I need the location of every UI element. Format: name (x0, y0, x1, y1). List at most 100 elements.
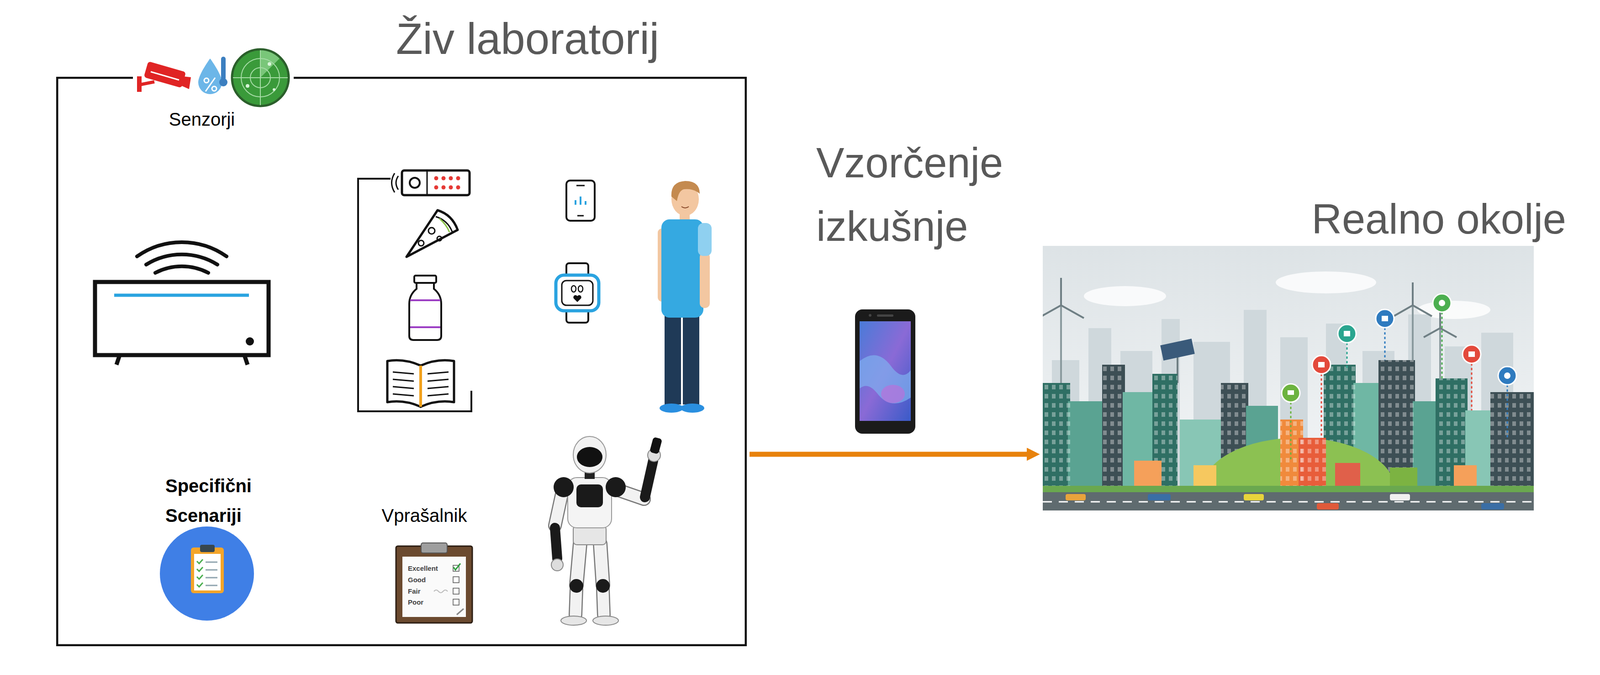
smartphone-icon (576, 184, 585, 187)
sampling-caption: Vzorčenje izkušnje (816, 131, 1004, 259)
questionnaire-icon (456, 608, 464, 615)
city-illustration (1343, 330, 1351, 337)
scenario-caption: Specifični Scenariji (165, 470, 252, 531)
book-icon (420, 359, 455, 407)
rating-option: Excellent (407, 564, 439, 572)
city-illustration (1381, 315, 1389, 322)
scenario-icon (196, 566, 203, 571)
city-illustration (1316, 502, 1339, 510)
frame-title: Živ laboratorij (396, 13, 660, 64)
city-illustration (1335, 462, 1361, 488)
scenario-icon (190, 547, 224, 593)
remote-icon (426, 170, 428, 196)
book-icon (419, 365, 423, 407)
city-illustration (1134, 460, 1162, 488)
flow-arrow (749, 451, 1027, 457)
smartwatch-icon (571, 285, 576, 292)
scenario-icon (205, 569, 218, 571)
city-illustration (1393, 305, 1413, 317)
pizza-icon (406, 210, 458, 257)
scenario-icon (205, 576, 218, 579)
city-illustration (1498, 366, 1517, 385)
book-icon (387, 359, 455, 407)
city-illustration (1243, 493, 1264, 501)
tv-router-icon (95, 281, 269, 355)
remote-icon (391, 170, 470, 196)
robot-figure (596, 578, 610, 593)
city-illustration (1312, 355, 1331, 374)
radar-icon (245, 84, 250, 88)
questionnaire-icon (453, 563, 461, 570)
pizza-icon (406, 210, 458, 257)
bottle-icon (409, 275, 442, 340)
remote-icon (434, 185, 439, 190)
city-illustration (1384, 327, 1386, 360)
remote-icon (434, 176, 439, 181)
sampling-phone (859, 321, 911, 421)
city-illustration (1462, 344, 1481, 364)
smartphone-icon (566, 180, 595, 221)
person-figure (661, 219, 704, 318)
remote-icon (391, 173, 396, 193)
camera-icon (140, 81, 155, 85)
city-illustration (1346, 342, 1348, 370)
robot-figure (576, 543, 581, 585)
tv-router-icon (95, 242, 269, 365)
humidity-icon (198, 58, 222, 95)
person-figure (671, 180, 700, 201)
robot-figure (560, 615, 587, 625)
pizza-icon (437, 236, 442, 241)
questionnaire-icon (396, 542, 473, 623)
city-illustration (1290, 401, 1292, 461)
robot-figure (602, 589, 604, 615)
book-icon (387, 359, 421, 407)
book-icon (392, 379, 414, 381)
humidity-icon (211, 86, 217, 91)
city-illustration (1042, 245, 1534, 511)
questionnaire-icon (421, 542, 448, 553)
city-illustration (1160, 338, 1195, 361)
tv-router-icon (116, 354, 120, 365)
radar-icon (259, 50, 261, 106)
humidity-icon (221, 56, 226, 81)
scenario-icon (200, 544, 215, 552)
radar-icon (232, 49, 289, 106)
sampling-phone (855, 309, 916, 434)
tv-router-icon (155, 266, 209, 273)
smartwatch-icon (555, 274, 599, 311)
city-illustration (1506, 384, 1509, 438)
remote-icon (441, 185, 446, 190)
robot-figure (644, 460, 654, 497)
questionnaire-icon (453, 587, 460, 594)
remote-icon (456, 176, 461, 181)
camera-icon (180, 76, 191, 90)
questionnaire-icon (396, 545, 473, 623)
items-bracket (358, 178, 472, 412)
book-icon (427, 393, 449, 396)
bottle-icon (414, 275, 437, 283)
city-illustration (1193, 464, 1217, 488)
pizza-icon (418, 240, 424, 246)
city-panel: Realno okolje (1042, 245, 1534, 511)
city-illustration (1471, 363, 1473, 411)
scenario-icon (205, 561, 218, 563)
book-icon (427, 371, 449, 374)
smartwatch-icon (561, 280, 593, 306)
city-illustration (1042, 491, 1534, 511)
robot-figure (573, 436, 607, 473)
robot-figure (573, 525, 607, 545)
city-illustration (1147, 493, 1171, 501)
robot-figure (600, 543, 603, 585)
humidity-icon (204, 78, 209, 83)
bottle-icon (410, 299, 441, 301)
questionnaire-icon (453, 598, 460, 605)
scenario-icon (194, 553, 221, 591)
questionnaire-icon (453, 576, 460, 583)
city-illustration (1441, 311, 1443, 379)
remote-icon (448, 176, 454, 181)
robot-figure (553, 476, 574, 497)
scenario-icon (196, 582, 203, 587)
scenario-icon (159, 526, 254, 621)
connector-layer (749, 454, 1027, 455)
